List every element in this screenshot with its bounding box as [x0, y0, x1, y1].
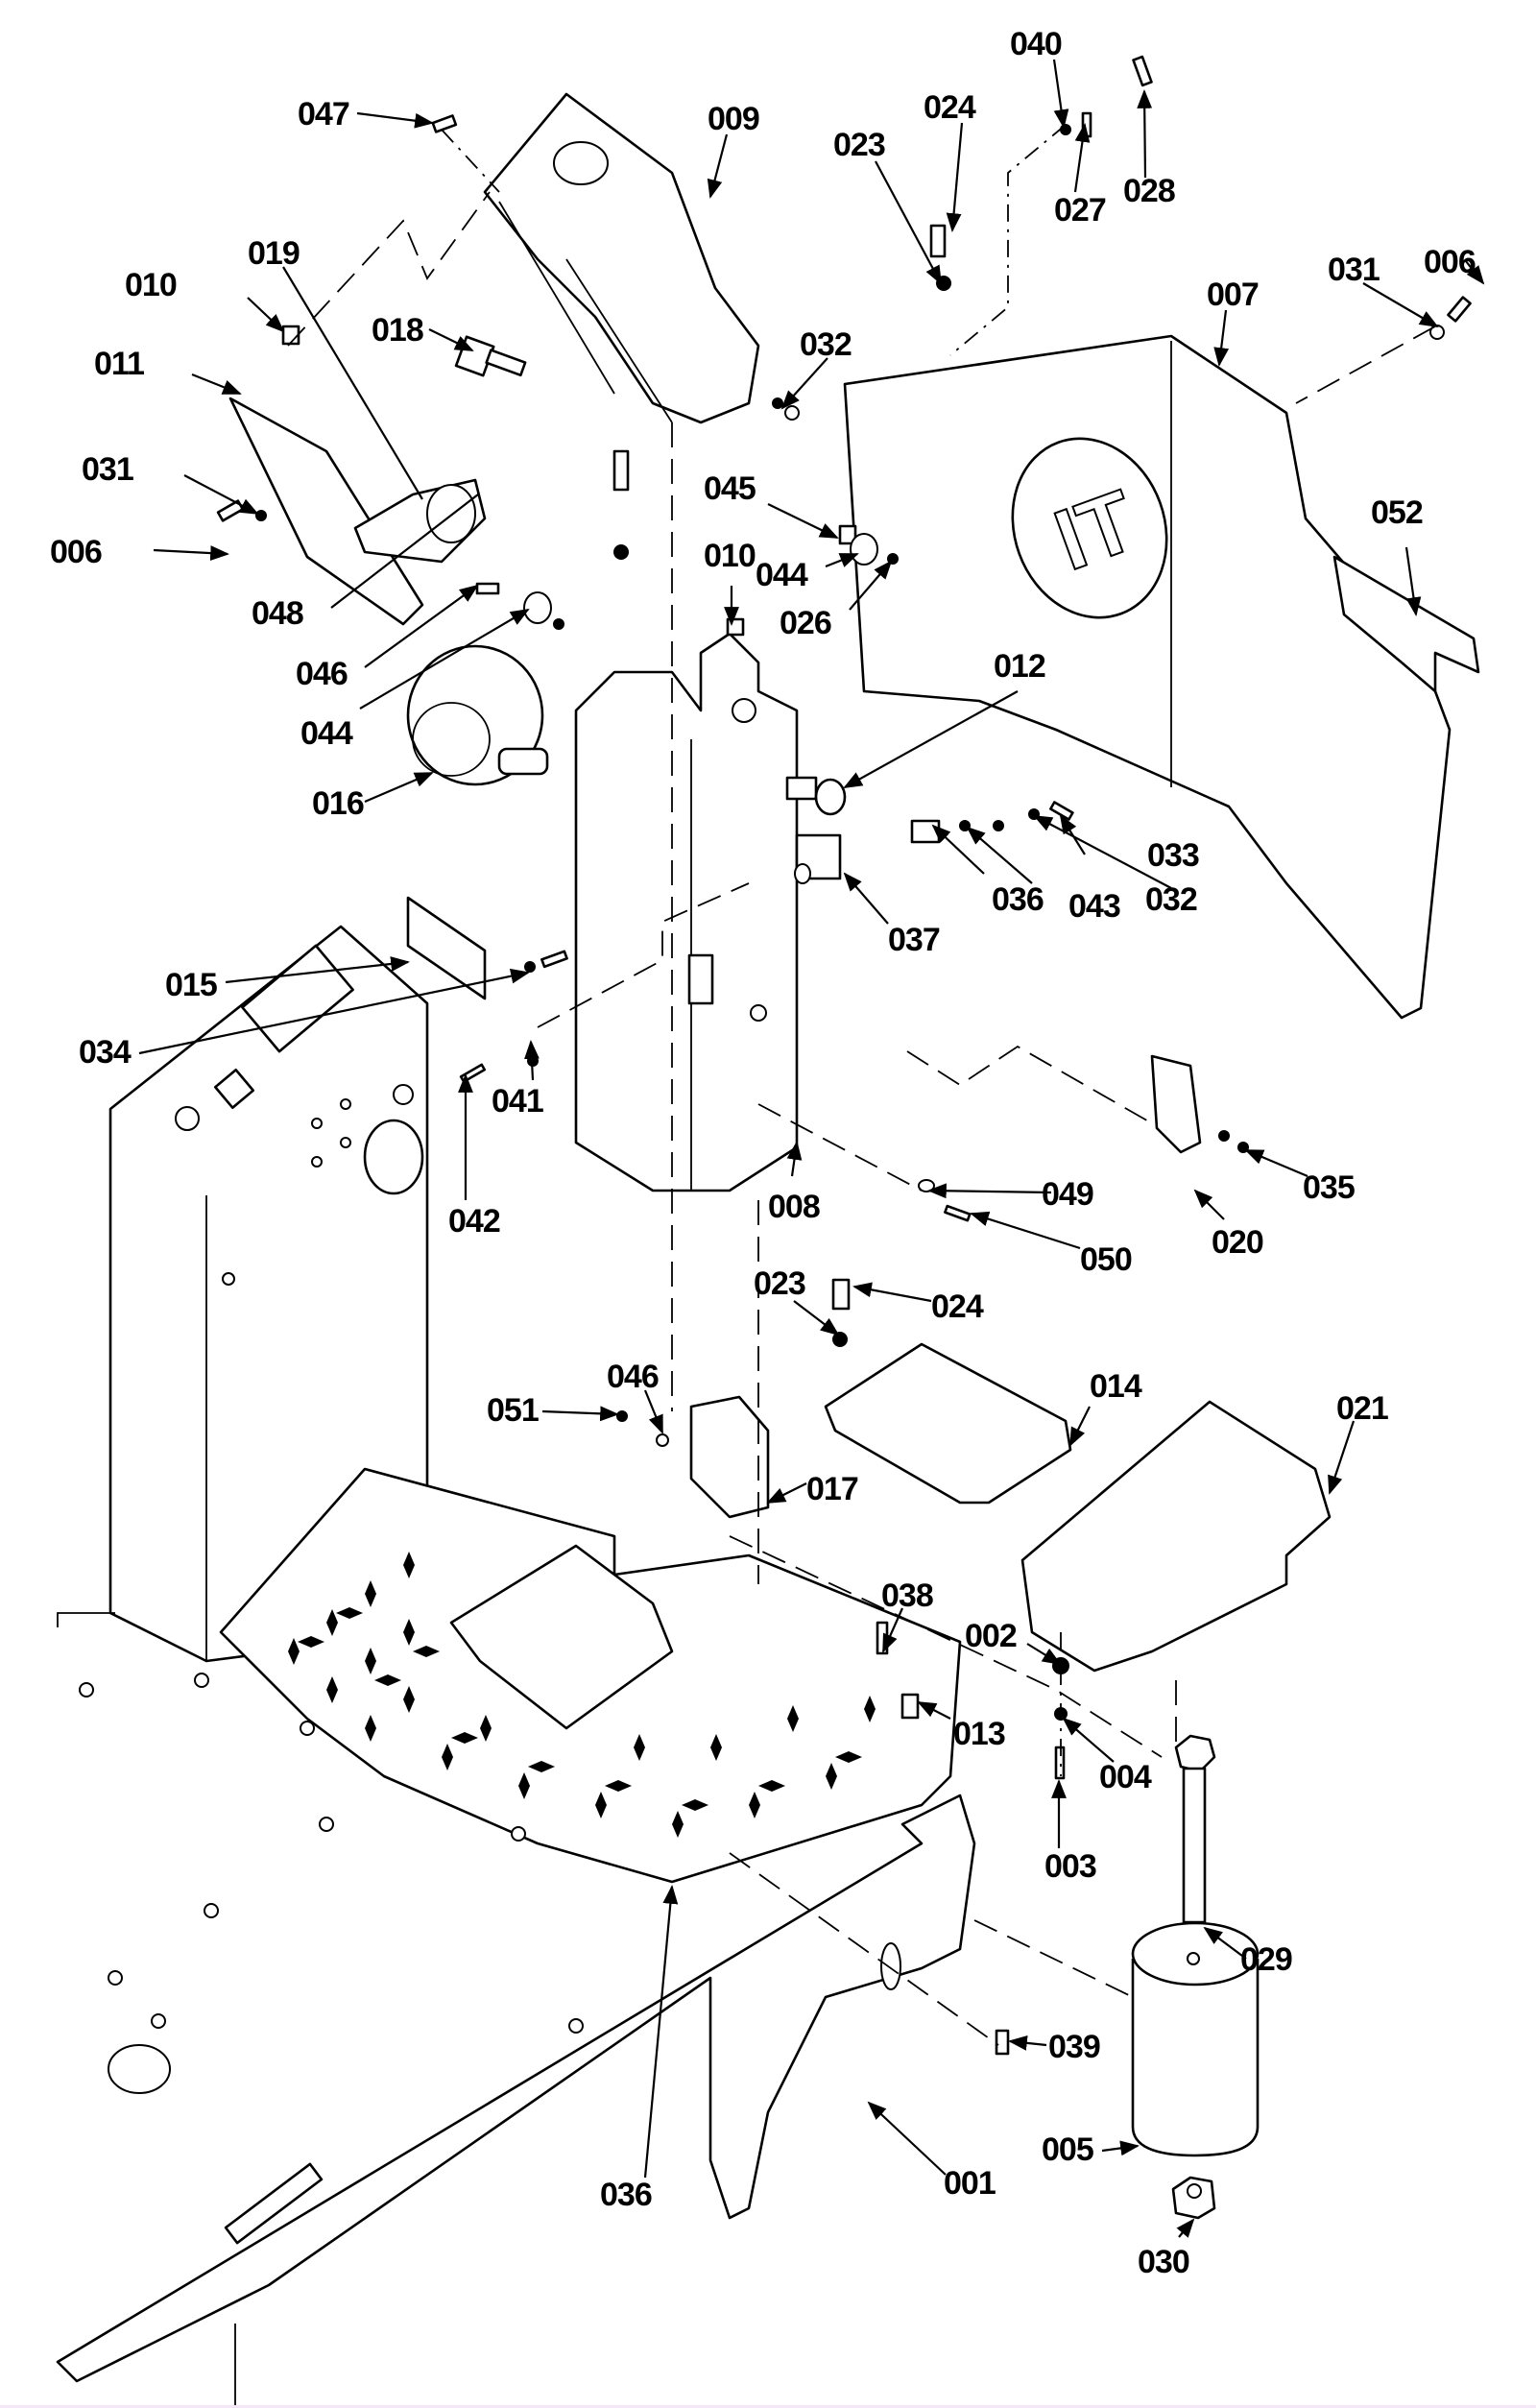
- callout-044-b[interactable]: 044: [300, 715, 354, 752]
- part-030-nut: [1171, 2176, 1216, 2220]
- callout-038[interactable]: 038: [881, 1577, 934, 1614]
- part-008-column: [574, 632, 799, 1192]
- callout-023-b[interactable]: 023: [754, 1265, 806, 1302]
- part-009-motor-bracket: [483, 92, 760, 424]
- part-005-weight: [1131, 1921, 1260, 2157]
- callout-024[interactable]: 024: [924, 89, 977, 126]
- callout-010-b[interactable]: 010: [704, 538, 756, 574]
- callout-026[interactable]: 026: [780, 605, 832, 641]
- callout-045[interactable]: 045: [704, 470, 756, 507]
- callout-020[interactable]: 020: [1212, 1224, 1264, 1261]
- callout-046-b[interactable]: 046: [607, 1359, 660, 1395]
- callout-035[interactable]: 035: [1303, 1169, 1356, 1206]
- part-014-box: [824, 1342, 1072, 1505]
- callout-016[interactable]: 016: [312, 785, 365, 822]
- callout-034[interactable]: 034: [79, 1034, 132, 1071]
- callout-017[interactable]: 017: [806, 1471, 859, 1507]
- callout-010[interactable]: 010: [125, 267, 178, 303]
- callout-052[interactable]: 052: [1371, 494, 1424, 531]
- callout-labels: 047 009 040 024 023 027 028 031 006 007 …: [50, 26, 1476, 2280]
- callout-003[interactable]: 003: [1044, 1848, 1097, 1885]
- callout-033[interactable]: 033: [1147, 837, 1200, 874]
- callout-043[interactable]: 043: [1068, 888, 1121, 925]
- assembly-lines: [287, 124, 1436, 2046]
- callout-006[interactable]: 006: [1424, 244, 1476, 280]
- part-015-label-plate: [406, 896, 487, 1000]
- callout-049[interactable]: 049: [1042, 1176, 1094, 1213]
- part-016-motor: [406, 644, 549, 786]
- callout-018[interactable]: 018: [372, 312, 424, 349]
- callout-048[interactable]: 048: [252, 595, 304, 632]
- callout-012[interactable]: 012: [994, 648, 1046, 685]
- callout-008[interactable]: 008: [768, 1189, 821, 1225]
- callout-031[interactable]: 031: [1328, 252, 1380, 288]
- callout-039[interactable]: 039: [1048, 2029, 1101, 2065]
- callout-023[interactable]: 023: [833, 127, 886, 163]
- callout-051[interactable]: 051: [487, 1392, 540, 1429]
- callout-002[interactable]: 002: [965, 1618, 1018, 1654]
- callout-032[interactable]: 032: [800, 326, 852, 363]
- callout-040[interactable]: 040: [1010, 26, 1063, 62]
- part-019-switch: [353, 478, 487, 564]
- callout-006-b[interactable]: 006: [50, 534, 103, 570]
- part-011-plate: [228, 397, 424, 626]
- callout-005[interactable]: 005: [1042, 2131, 1094, 2168]
- leader-lines: [138, 59, 1485, 2238]
- callout-042[interactable]: 042: [448, 1203, 501, 1240]
- callout-050[interactable]: 050: [1080, 1241, 1133, 1278]
- part-018-sensor: [454, 335, 527, 377]
- part-diamond-plate: [219, 1467, 962, 1884]
- callout-036[interactable]: 036: [992, 881, 1044, 918]
- callout-046[interactable]: 046: [296, 656, 348, 692]
- callout-032-b[interactable]: 032: [1145, 881, 1198, 918]
- part-037-relay: [794, 833, 842, 884]
- part-021-cover: [1020, 1400, 1332, 1673]
- callout-029[interactable]: 029: [1240, 1941, 1293, 1978]
- callout-001[interactable]: 001: [944, 2165, 996, 2202]
- fasteners: [216, 55, 1472, 2056]
- callout-041[interactable]: 041: [492, 1083, 544, 1120]
- part-020-bracket: [1150, 1054, 1202, 1154]
- callout-015[interactable]: 015: [165, 967, 218, 1003]
- callout-011[interactable]: 011: [94, 346, 145, 382]
- part-001-frame: [56, 1612, 976, 2405]
- part-036-microswitch: [910, 819, 941, 844]
- callout-019[interactable]: 019: [248, 235, 300, 272]
- callout-028[interactable]: 028: [1123, 173, 1176, 209]
- callout-013[interactable]: 013: [953, 1716, 1006, 1752]
- callout-044[interactable]: 044: [756, 557, 809, 593]
- page-bottom-edge: [0, 2405, 1536, 2408]
- part-029-bolt: [1174, 1734, 1216, 1924]
- callout-027[interactable]: 027: [1054, 192, 1107, 229]
- callout-024-b[interactable]: 024: [931, 1288, 985, 1325]
- callout-009[interactable]: 009: [708, 101, 760, 137]
- callout-014[interactable]: 014: [1090, 1368, 1143, 1405]
- part-052-decal: [1332, 555, 1480, 693]
- part-017-holder: [689, 1395, 770, 1519]
- callout-007[interactable]: 007: [1207, 277, 1260, 313]
- part-012-bushing: [785, 776, 847, 816]
- callout-021[interactable]: 021: [1336, 1390, 1389, 1427]
- callout-004[interactable]: 004: [1099, 1759, 1153, 1795]
- callout-031-b[interactable]: 031: [82, 451, 134, 488]
- callout-037[interactable]: 037: [888, 922, 941, 958]
- callout-030[interactable]: 030: [1138, 2244, 1190, 2280]
- callout-036-b[interactable]: 036: [600, 2177, 653, 2213]
- callout-047[interactable]: 047: [298, 96, 350, 132]
